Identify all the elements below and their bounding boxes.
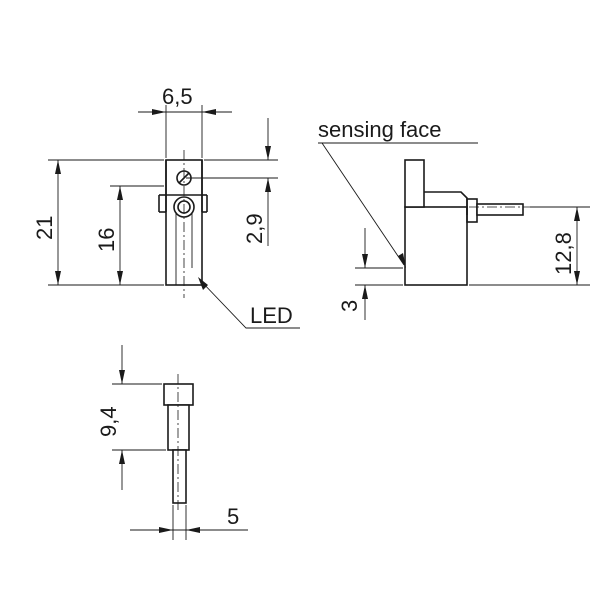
sensing-face-label: sensing face [318, 117, 442, 142]
side-body [404, 206, 468, 286]
dim-total-height-label: 21 [32, 216, 57, 240]
dim-side-height-label: 12,8 [551, 232, 576, 275]
dim-screw-offset-label: 2,9 [242, 213, 267, 244]
dim-bottom-width-label: 5 [227, 504, 239, 529]
dim-bottom-height-label: 9,4 [96, 406, 121, 437]
front-view: 6,5 21 16 2,9 LED [32, 84, 300, 329]
bottom-view: 9,4 5 [96, 345, 248, 540]
bottom-body [167, 404, 190, 451]
dim-sensing-offset-label: 3 [337, 300, 362, 312]
side-view: sensing face 12,8 3 [318, 117, 590, 320]
dim-width-label: 6,5 [162, 84, 193, 109]
dim-body-height-label: 16 [94, 228, 119, 252]
led-label: LED [250, 303, 293, 328]
